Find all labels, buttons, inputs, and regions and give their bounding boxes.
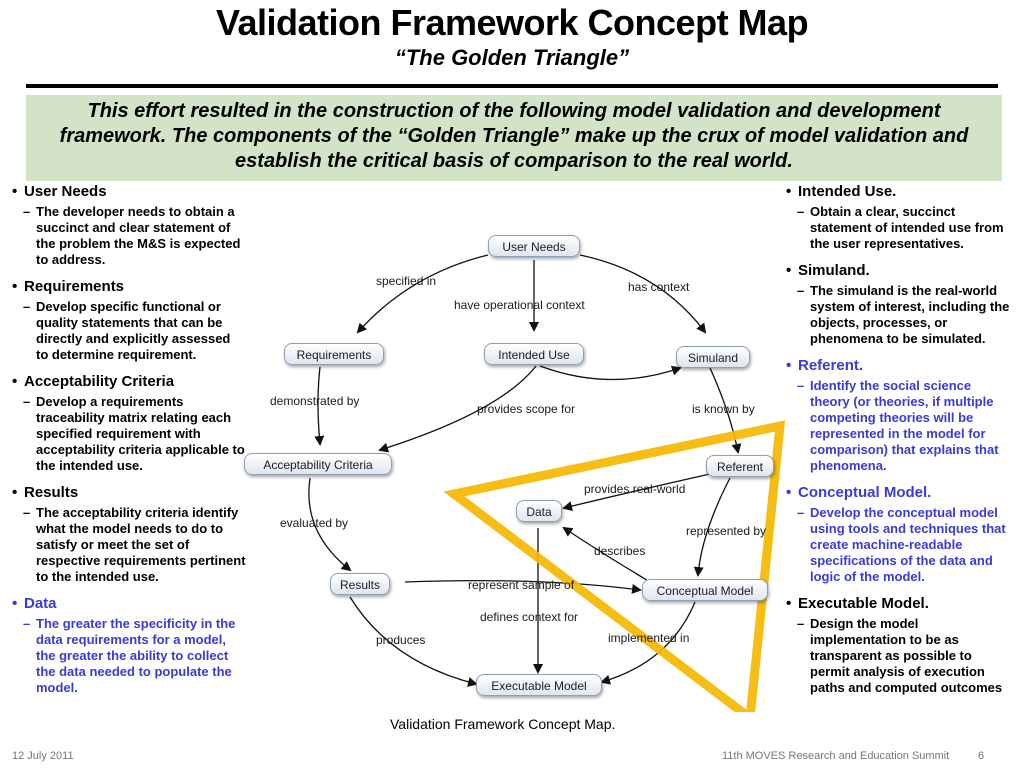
edge-conceptual-data [562,526,651,583]
bullet-text: The simuland is the real-world system of… [784,283,1014,347]
list-item-requirements: Requirements Develop specific functional… [10,278,246,363]
bullet-heading: Intended Use. [784,183,1014,200]
edge-label-demonstrated-by: demonstrated by [270,394,360,408]
node-simuland: Simuland [676,346,750,368]
node-results: Results [330,573,390,595]
bullet-heading: Conceptual Model. [784,484,1014,501]
edge-label-defines-context-for: defines context for [480,610,579,624]
edge-results-conceptual [404,579,642,594]
bullet-heading: Referent. [784,357,1014,374]
page-subtitle: “The Golden Triangle” [394,45,630,70]
list-item-executable-model: Executable Model. Design the model imple… [784,595,1014,696]
list-item-results: Results The acceptability criteria ident… [10,484,246,585]
list-item-referent: Referent. Identify the social science th… [784,357,1014,474]
summary-banner: This effort resulted in the construction… [26,95,1002,181]
edge-intended-use-simuland [539,365,682,381]
list-item-conceptual-model: Conceptual Model. Develop the conceptual… [784,484,1014,585]
edge-label-describes: describes [594,544,646,558]
left-column: User Needs The developer needs to obtain… [10,183,246,696]
bullet-heading: Requirements [10,278,246,295]
edge-referent-data [562,473,711,511]
edge-label-produces: produces [376,633,426,647]
bullet-text: Develop the conceptual model using tools… [784,505,1014,585]
bullet-text: Identify the social science theory (or t… [784,378,1014,474]
bullet-heading: Results [10,484,246,501]
edge-results-executable [349,596,478,687]
right-column: Intended Use. Obtain a clear, succinct s… [784,183,1014,696]
edge-simuland-referent [709,367,742,454]
footer-date: 12 July 2011 [12,750,74,762]
bullet-text: The acceptability criteria identify what… [10,505,246,585]
bullet-text: Develop specific functional or quality s… [10,299,246,363]
edge-label-provides-scope-for: provides scope for [477,402,576,416]
edge-label-represented-by: represented by [686,524,767,538]
bullet-heading: Data [10,595,246,612]
node-requirements: Requirements [284,343,384,365]
list-item-intended-use: Intended Use. Obtain a clear, succinct s… [784,183,1014,252]
bullet-heading: User Needs [10,183,246,200]
node-executable-model: Executable Model [476,674,602,696]
edge-requirements-acceptability [314,366,325,446]
bullet-heading: Simuland. [784,262,1014,279]
list-item-acceptability-criteria: Acceptability Criteria Develop a require… [10,373,246,474]
edge-label-specified-in: specified in [376,274,437,288]
node-acceptability-criteria: Acceptability Criteria [244,453,392,475]
concept-map: User Needs Requirements Intended Use Sim… [240,222,785,712]
edge-user-needs-requirements [356,254,489,334]
bullet-heading: Acceptability Criteria [10,373,246,390]
list-item-user-needs: User Needs The developer needs to obtain… [10,183,246,268]
edge-intended-use-acceptability [378,365,537,453]
bullet-text: The greater the specificity in the data … [10,616,246,696]
golden-triangle [443,420,785,712]
edge-user-needs-simuland [579,254,707,334]
node-data: Data [516,500,562,522]
edge-label-evaluated-by: evaluated by [280,516,349,530]
page-number: 6 [978,750,985,762]
edge-label-implemented-in: implemented in [608,631,690,645]
bullet-text: The developer needs to obtain a succinct… [10,204,246,268]
concept-map-edges [308,254,785,712]
edge-label-has-context: has context [628,280,690,294]
edge-referent-conceptual [693,477,731,577]
list-item-data: Data The greater the specificity in the … [10,595,246,696]
node-intended-use: Intended Use [484,343,584,365]
node-referent: Referent [706,455,774,477]
node-conceptual-model: Conceptual Model [642,579,768,601]
edge-label-is-known-by: is known by [692,402,755,416]
node-user-needs: User Needs [488,235,580,257]
footer-event: 11th MOVES Research and Education Summit [722,750,950,762]
edge-acceptability-results [308,477,352,572]
edge-label-represent-sample-of: represent sample of [468,578,575,592]
bullet-heading: Executable Model. [784,595,1014,612]
page-title: Validation Framework Concept Map [215,2,809,43]
edge-label-provides-real-world: provides real-world [584,482,686,496]
list-item-simuland: Simuland. The simuland is the real-world… [784,262,1014,347]
bullet-text: Obtain a clear, succinct statement of in… [784,204,1014,252]
figure-caption: Validation Framework Concept Map. [390,716,616,732]
bullet-text: Design the model implementation to be as… [784,616,1014,696]
bullet-text: Develop a requirements traceability matr… [10,394,246,474]
edge-label-have-operational-context: have operational context [454,298,585,312]
title-divider [26,84,998,88]
